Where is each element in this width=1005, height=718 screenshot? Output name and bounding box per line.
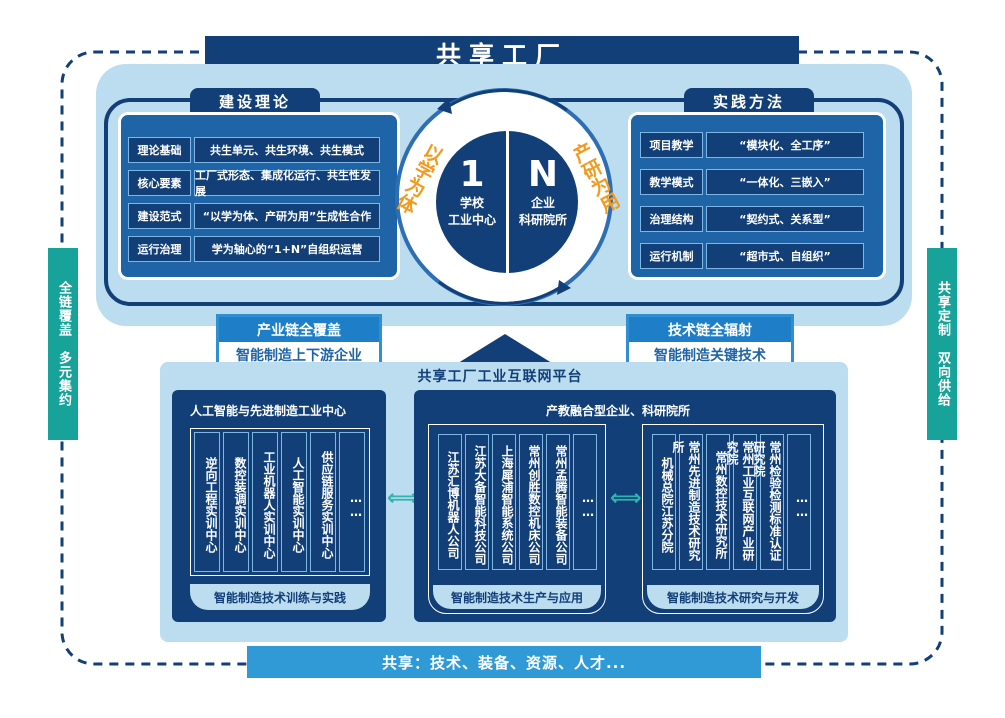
- tech-chain-top: 技术链全辐射: [629, 317, 791, 342]
- industry-chain-box: 产业链全覆盖 智能制造上下游企业: [216, 314, 382, 370]
- center-panel: 人工智能与先进制造工业中心 逆向工程实训中心 数控装调实训中心 工业机器人实训中…: [172, 390, 386, 622]
- core-right-number: N: [527, 154, 559, 195]
- practice-row: 治理结构 “契约式、关系型”: [640, 206, 864, 232]
- practice-row-label: 治理结构: [640, 206, 703, 232]
- share-bar: 共享：技术、装备、资源、人才...: [247, 646, 761, 678]
- cycle-arrows-icon: [437, 88, 571, 305]
- practice-heading: 实践方法: [684, 88, 814, 114]
- center-column: 人工智能实训中心: [281, 432, 307, 572]
- enterprise-caption: 智能制造技术生产与应用: [433, 585, 601, 609]
- practice-row-label: 运行机制: [640, 243, 703, 269]
- center-column: 供应链服务实训中心: [310, 432, 336, 572]
- core-right: N 企业 科研院所: [511, 154, 575, 229]
- core-left-number: 1: [459, 154, 485, 195]
- center-column: 数控装调实训中心: [223, 432, 249, 572]
- practice-row-value: “契约式、关系型”: [706, 206, 864, 232]
- research-column: ……: [787, 434, 811, 570]
- right-side-tag-line2: 双向供给: [935, 351, 950, 407]
- enterprise-column: 江苏汇博机器人公司: [438, 434, 462, 570]
- core-left-line2: 工业中心: [447, 213, 496, 227]
- core-left: 1 学校 工业中心: [440, 154, 504, 229]
- left-side-tag-line1: 全链覆盖: [56, 281, 71, 337]
- research-columns: 机械总院江苏分院 常州先进制造技术研究所 常州数控技术研究所 常州工业互联网产业…: [649, 431, 817, 573]
- enterprise-column: 上海犀浦智能系统公司: [492, 434, 516, 570]
- enterprise-panel: 江苏汇博机器人公司 江苏大备智能科技公司 上海犀浦智能系统公司 常州创胜数控机床…: [428, 424, 606, 614]
- practice-row-value: “超市式、自组织”: [706, 243, 864, 269]
- theory-row-label: 理论基础: [128, 137, 191, 163]
- right-side-tag: 共享定制 双向供给: [927, 248, 957, 440]
- practice-row: 运行机制 “超市式、自组织”: [640, 243, 864, 269]
- center-column: 逆向工程实训中心: [194, 432, 220, 572]
- theory-row-value: “以学为体、产研为用”生成性合作: [194, 203, 380, 229]
- core-left-line1: 学校: [459, 196, 484, 210]
- exchange-arrow-icon: ⟺: [387, 486, 419, 511]
- theory-row-value: 共生单元、共生环境、共生模式: [194, 137, 380, 163]
- center-panel-caption: 智能制造技术训练与实践: [190, 584, 370, 610]
- theory-row-value: 工厂式形态、集成化运行、共生性发展: [194, 169, 380, 198]
- theory-rows: 理论基础 共生单元、共生环境、共生模式 核心要素 工厂式形态、集成化运行、共生性…: [128, 137, 380, 262]
- core-right-line2: 科研院所: [518, 213, 567, 227]
- research-column: 机械总院江苏分院: [652, 434, 676, 570]
- practice-row: 项目教学 “模块化、全工序”: [640, 132, 864, 158]
- practice-rows: 项目教学 “模块化、全工序” 教学模式 “一体化、三嵌入” 治理结构 “契约式、…: [640, 132, 864, 269]
- exchange-arrow-icon: ⟺: [610, 486, 642, 511]
- theory-row-label: 建设范式: [128, 203, 191, 229]
- research-column: 常州先进制造技术研究所: [671, 434, 703, 570]
- practice-row-label: 项目教学: [640, 132, 703, 158]
- center-column: 工业机器人实训中心: [252, 432, 278, 572]
- connector-channel: [386, 370, 414, 592]
- theory-heading: 建设理论: [190, 88, 320, 114]
- enterprise-column: 常州孟腾智能装备公司: [546, 434, 570, 570]
- core-right-line1: 企业: [530, 196, 555, 210]
- research-column: 常州检验检测标准认证研究院: [752, 434, 784, 570]
- center-panel-heading: 人工智能与先进制造工业中心: [190, 404, 347, 418]
- theory-row-label: 运行治理: [128, 236, 191, 262]
- theory-row-label: 核心要素: [128, 170, 191, 196]
- center-column: ……: [339, 432, 365, 572]
- practice-row-label: 教学模式: [640, 169, 703, 195]
- enterprise-column: ……: [573, 434, 597, 570]
- research-column: 常州工业互联网产业研究院: [725, 434, 757, 570]
- research-column: 常州数控技术研究所: [706, 434, 730, 570]
- core-divider: [506, 131, 509, 273]
- research-caption: 智能制造技术研究与开发: [647, 585, 819, 609]
- left-side-tag: 全链覆盖 多元集约: [48, 248, 78, 440]
- enterprise-column: 常州创胜数控机床公司: [519, 434, 543, 570]
- practice-row-value: “模块化、全工序”: [706, 132, 864, 158]
- theory-row: 建设范式 “以学为体、产研为用”生成性合作: [128, 203, 380, 229]
- right-side-tag-line1: 共享定制: [935, 281, 950, 337]
- center-columns: 逆向工程实训中心 数控装调实训中心 工业机器人实训中心 人工智能实训中心 供应链…: [190, 428, 370, 576]
- theory-row-value: 学为轴心的“1+N”自组织运营: [194, 236, 380, 262]
- up-arrow-icon: [450, 334, 560, 368]
- partners-heading: 产教融合型企业、科研院所: [546, 404, 691, 418]
- practice-row: 教学模式 “一体化、三嵌入”: [640, 169, 864, 195]
- industry-chain-top: 产业链全覆盖: [219, 317, 379, 342]
- platform-title: 共享工厂工业互联网平台: [417, 369, 583, 385]
- theory-row: 运行治理 学为轴心的“1+N”自组织运营: [128, 236, 380, 262]
- left-side-tag-line2: 多元集约: [56, 351, 71, 407]
- theory-row: 理论基础 共生单元、共生环境、共生模式: [128, 137, 380, 163]
- research-panel: 机械总院江苏分院 常州先进制造技术研究所 常州数控技术研究所 常州工业互联网产业…: [642, 424, 824, 614]
- theory-row: 核心要素 工厂式形态、集成化运行、共生性发展: [128, 169, 380, 198]
- enterprise-columns: 江苏汇博机器人公司 江苏大备智能科技公司 上海犀浦智能系统公司 常州创胜数控机床…: [435, 431, 599, 573]
- practice-row-value: “一体化、三嵌入”: [706, 169, 864, 195]
- enterprise-column: 江苏大备智能科技公司: [465, 434, 489, 570]
